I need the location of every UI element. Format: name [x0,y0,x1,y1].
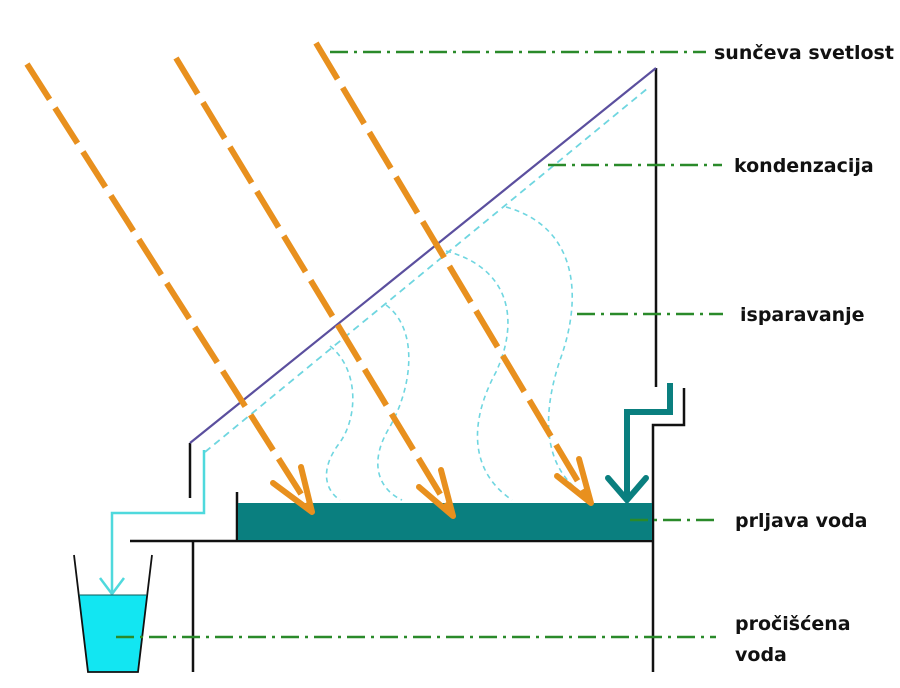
sun-ray-arrowhead [554,456,594,506]
outlet-pipe-path [110,450,206,594]
inlet-pipe [605,383,673,505]
label-sunlight: sunčeva svetlost [714,42,894,64]
label-condensation: kondenzacija [734,155,874,177]
outlet-pipe [99,450,206,597]
condensation-film [204,87,649,453]
outlet-arrowhead [99,577,125,597]
inlet-arrowhead [605,475,649,505]
sun-ray [173,56,454,514]
sun-ray-arrowhead [270,464,315,515]
vapor-stream [505,206,586,496]
vapor-stream [377,304,410,501]
glass-cover [189,67,657,444]
sun-ray-arrowhead [416,467,456,519]
vapor-stream [325,345,354,501]
vapor-streams [325,206,586,501]
still-structure [130,68,686,672]
label-purified-water-line1: pročišćena [735,613,851,635]
label-dirty-water: prljava voda [735,510,868,532]
sun-ray [24,62,313,510]
collection-glass [73,554,153,673]
inlet-pipe-path [624,383,673,498]
vapor-stream [445,250,513,501]
leader-lines [116,50,723,639]
sun-rays [24,41,594,519]
label-purified-water-line2: voda [735,644,787,666]
label-evaporation: isparavanje [740,304,865,326]
clean-water [79,595,147,672]
right-inlet-housing [651,388,686,672]
sun-ray [313,41,592,502]
